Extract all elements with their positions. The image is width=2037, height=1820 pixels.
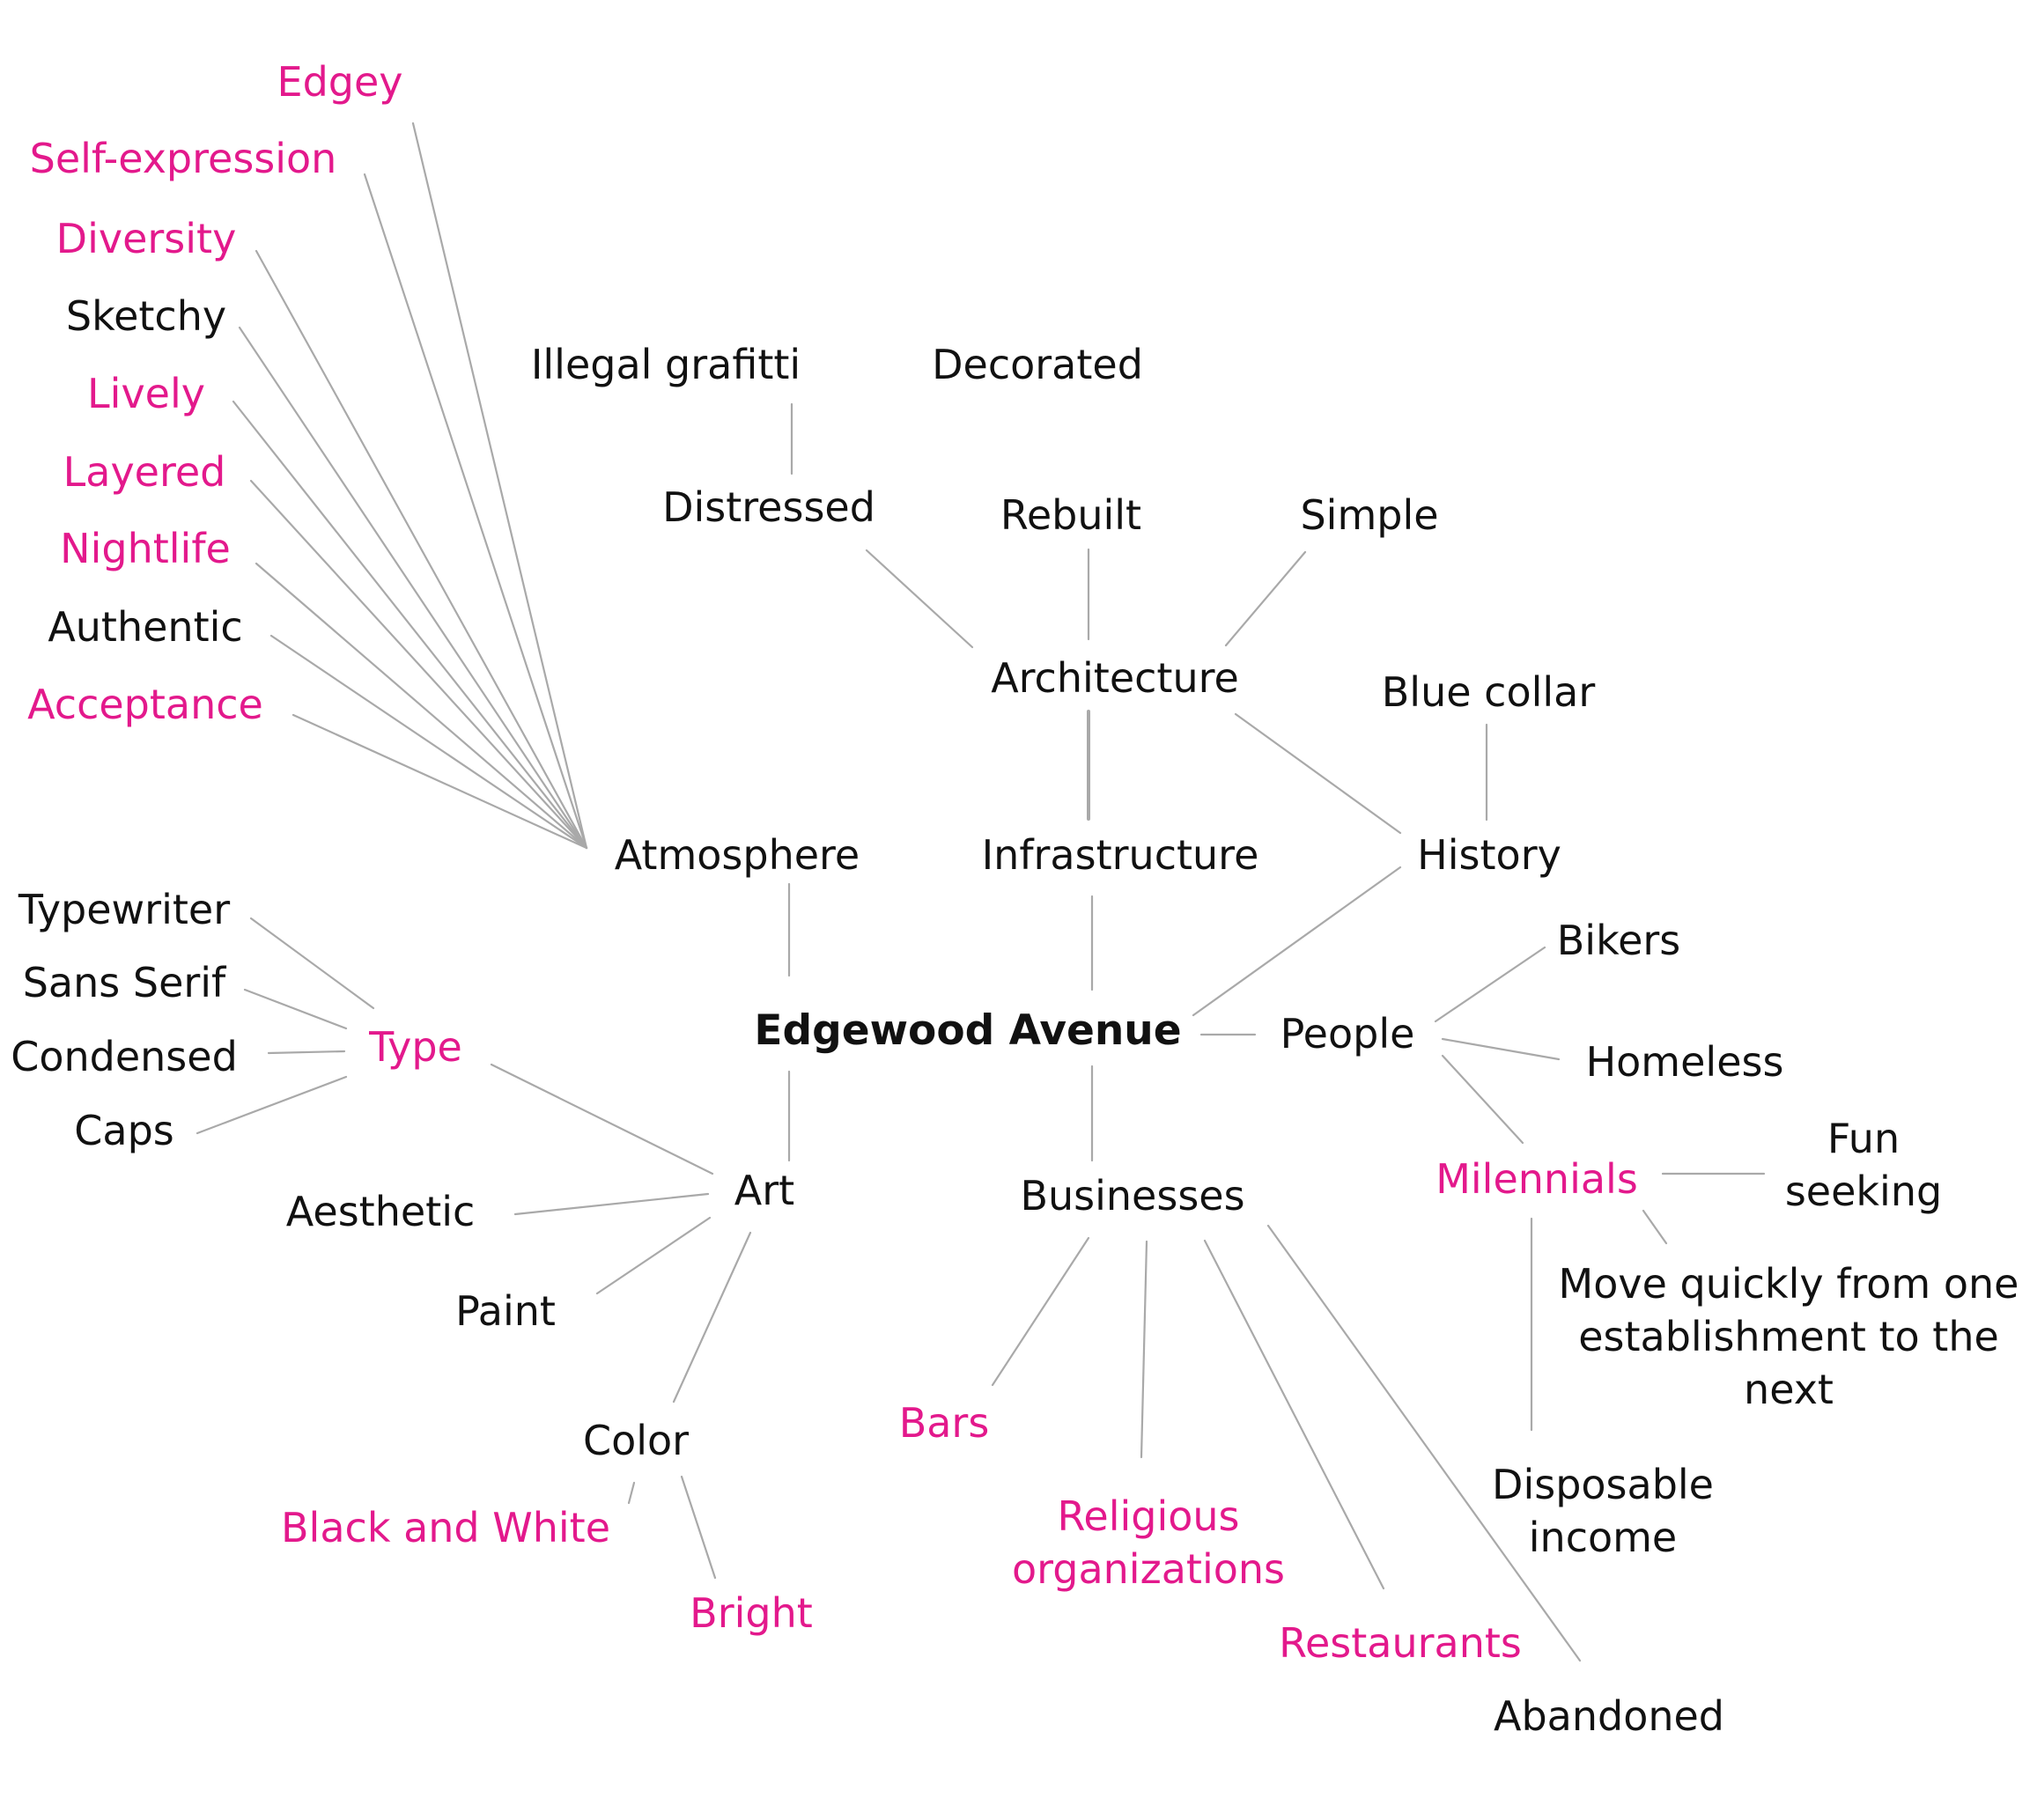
edge-color-bright bbox=[680, 1475, 717, 1580]
node-acceptance: Acceptance bbox=[27, 681, 263, 728]
node-history: History bbox=[1417, 831, 1561, 879]
node-architecture: Architecture bbox=[991, 654, 1239, 702]
node-nightlife: Nightlife bbox=[60, 525, 231, 572]
node-homeless: Homeless bbox=[1585, 1038, 1784, 1086]
node-color: Color bbox=[582, 1417, 690, 1464]
edge-people-bikers bbox=[1434, 946, 1546, 1023]
node-distressed: Distressed bbox=[662, 483, 875, 531]
edge-center-history bbox=[1192, 866, 1402, 1017]
node-atmosphere: Atmosphere bbox=[614, 831, 860, 879]
node-paint: Paint bbox=[455, 1287, 556, 1335]
node-illegal-grafitti: Illegal grafitti bbox=[530, 341, 801, 388]
edge-atmosphere-acceptance bbox=[292, 713, 588, 850]
edge-art-aesthetic bbox=[513, 1192, 710, 1216]
node-type: Type bbox=[369, 1023, 462, 1071]
node-religious-organizations: Religious organizations bbox=[1012, 1492, 1285, 1593]
node-infrastructure: Infrastructure bbox=[981, 831, 1259, 879]
node-art: Art bbox=[734, 1167, 795, 1214]
edge-people-homeless bbox=[1441, 1037, 1561, 1061]
edge-businesses-restaurants bbox=[1203, 1239, 1385, 1590]
edge-art-paint bbox=[595, 1216, 712, 1295]
edge-type-typewriter bbox=[249, 917, 375, 1010]
node-typewriter: Typewriter bbox=[18, 886, 231, 933]
node-simple: Simple bbox=[1300, 491, 1439, 539]
center-node-edgewood-avenue: Edgewood Avenue bbox=[754, 1006, 1182, 1055]
node-aesthetic: Aesthetic bbox=[285, 1188, 476, 1235]
edge-atmosphere-edgey bbox=[411, 122, 588, 850]
node-sketchy: Sketchy bbox=[65, 292, 227, 340]
edge-atmosphere-self-expression bbox=[363, 173, 588, 850]
edge-architecture-distressed bbox=[865, 549, 974, 649]
node-bright: Bright bbox=[690, 1589, 813, 1637]
edge-architecture-simple bbox=[1224, 550, 1307, 647]
node-decorated: Decorated bbox=[932, 341, 1143, 388]
edge-type-condensed bbox=[267, 1050, 346, 1055]
edge-atmosphere-layered bbox=[249, 479, 588, 850]
node-edgey: Edgey bbox=[277, 58, 403, 106]
node-restaurants: Restaurants bbox=[1279, 1619, 1522, 1667]
edge-type-art bbox=[490, 1063, 714, 1175]
edge-businesses-abandoned bbox=[1266, 1224, 1582, 1662]
edge-atmosphere-authentic bbox=[269, 634, 588, 850]
edge-type-caps bbox=[196, 1075, 348, 1135]
edge-atmosphere-sketchy bbox=[238, 326, 588, 850]
edge-art-color bbox=[672, 1231, 752, 1404]
edge-people-milenials bbox=[1441, 1054, 1524, 1145]
node-disposable-income: Disposable income bbox=[1492, 1461, 1714, 1561]
node-black-and-white: Black and White bbox=[281, 1504, 610, 1551]
node-milenials: Milennials bbox=[1435, 1155, 1638, 1203]
edge-businesses-bars bbox=[991, 1236, 1090, 1387]
node-diversity: Diversity bbox=[55, 215, 237, 262]
node-layered: Layered bbox=[63, 448, 226, 496]
edge-milenials-move-quickly bbox=[1642, 1209, 1668, 1245]
node-lively: Lively bbox=[87, 370, 205, 417]
node-self-expression: Self-expression bbox=[29, 135, 337, 182]
node-abandoned: Abandoned bbox=[1493, 1692, 1725, 1740]
edge-color-black-and-white bbox=[627, 1481, 636, 1505]
node-condensed: Condensed bbox=[11, 1033, 238, 1080]
node-bars: Bars bbox=[898, 1399, 990, 1447]
node-fun-seeking: Fun seeking bbox=[1784, 1115, 1943, 1215]
node-sans-serif: Sans Serif bbox=[22, 959, 226, 1006]
edge-atmosphere-diversity bbox=[255, 249, 588, 850]
node-businesses: Businesses bbox=[1020, 1172, 1245, 1219]
node-caps: Caps bbox=[74, 1107, 174, 1154]
node-authentic: Authentic bbox=[48, 603, 243, 651]
edge-atmosphere-nightlife bbox=[255, 562, 588, 850]
node-people: People bbox=[1280, 1010, 1415, 1057]
node-bikers: Bikers bbox=[1556, 917, 1681, 964]
edge-atmosphere-lively bbox=[232, 400, 588, 850]
edge-architecture-history bbox=[1234, 712, 1402, 835]
edge-type-sans-serif bbox=[243, 988, 348, 1030]
node-rebuilt: Rebuilt bbox=[1000, 491, 1142, 539]
node-blue-collar: Blue collar bbox=[1381, 668, 1596, 716]
edge-businesses-religious bbox=[1140, 1240, 1148, 1459]
node-move-quickly: Move quickly from one establishment to t… bbox=[1558, 1260, 2019, 1413]
